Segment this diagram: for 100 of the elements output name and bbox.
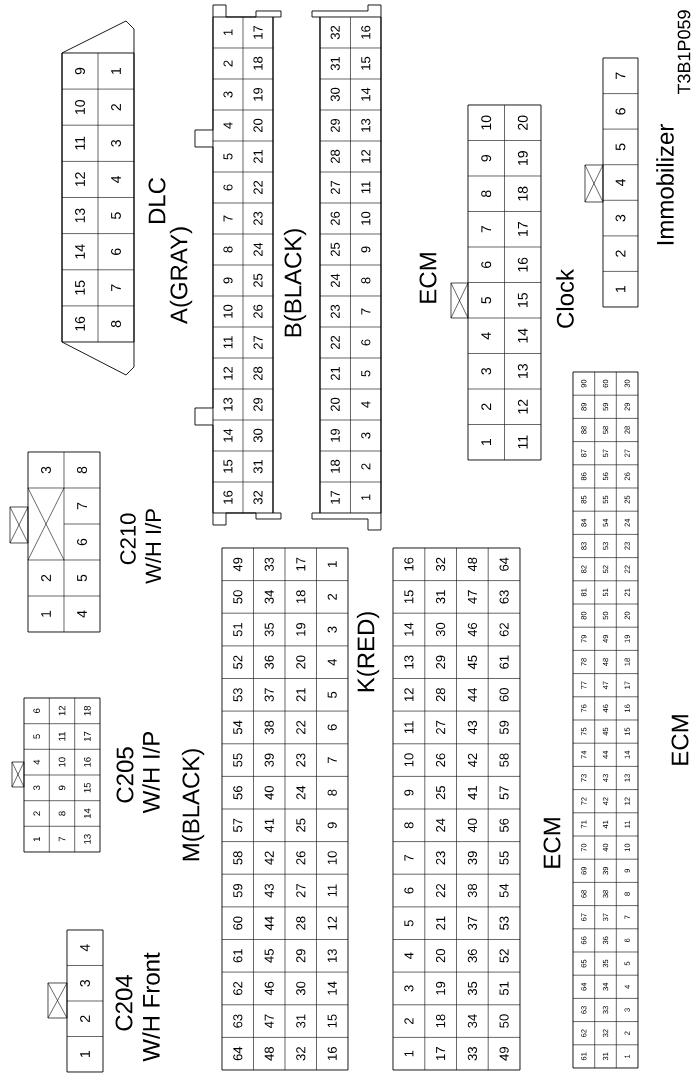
pin-number: 38 (264, 720, 274, 735)
pin-number: 42 (264, 851, 274, 865)
pin-number: 5 (223, 153, 233, 160)
connector-label: ECM (671, 715, 689, 765)
pin-number: 19 (330, 428, 340, 442)
pin-number: 1 (481, 439, 491, 445)
pin-number: 8 (223, 246, 233, 253)
pin-number: 47 (264, 1014, 274, 1029)
connector-label: M(BLACK) (181, 749, 205, 861)
pin-number: 1 (80, 1051, 90, 1057)
pin-number: 20 (436, 949, 446, 963)
pin-number: 52 (233, 655, 243, 669)
pin-number: 15 (223, 459, 233, 473)
pin-number: 24 (253, 242, 263, 257)
pin-number: 15 (327, 1014, 337, 1028)
pin-number: 25 (253, 273, 263, 288)
pin-number: 32 (296, 1047, 306, 1061)
pin-number: 3 (327, 626, 337, 633)
pin-number: 34 (264, 590, 274, 604)
pin-number: 21 (330, 366, 340, 381)
connector-label: W/H Front (142, 952, 160, 1062)
pin-number: 15 (84, 782, 91, 793)
pin-number: 13 (83, 834, 91, 844)
pin-number: 23 (253, 211, 263, 226)
pin-number: 14 (327, 981, 337, 995)
pin-number: 7 (404, 854, 414, 861)
pin-number: 31 (253, 459, 263, 474)
pin-number: 7 (615, 72, 626, 79)
pin-number: 3 (481, 367, 492, 375)
pin-number: 63 (499, 590, 509, 604)
pin-number: 28 (253, 366, 263, 381)
connector-label: B(BLACK) (283, 229, 307, 337)
pin-number: 14 (361, 87, 371, 101)
pin-number: 8 (481, 190, 492, 198)
connector-label: W/H I/P (144, 509, 162, 584)
pin-number: 4 (77, 610, 87, 618)
pin-number: 19 (436, 981, 446, 995)
connector-label: DLC (148, 177, 166, 224)
pin-number: 11 (58, 732, 66, 741)
pin-number: 12 (327, 916, 337, 930)
pin-number: 25 (296, 818, 306, 832)
pin-number: 58 (499, 753, 509, 767)
pin-number: 40 (467, 818, 477, 833)
pin-number: 60 (499, 688, 509, 702)
pin-number: 13 (517, 364, 528, 378)
pin-number: 42 (467, 753, 477, 768)
pin-number: 21 (436, 916, 446, 930)
pin-number: 21 (296, 688, 306, 702)
pin-number: 62 (233, 981, 243, 995)
pin-number: 7 (77, 502, 87, 510)
pin-number: 45 (264, 949, 274, 963)
pin-number: 5 (111, 212, 121, 219)
pin-number: 39 (264, 753, 274, 767)
pin-number: 23 (296, 753, 306, 767)
pin-number: 9 (58, 785, 66, 790)
pin-number: 14 (518, 328, 528, 343)
pin-number: 5 (33, 734, 40, 739)
pin-number: 1 (33, 837, 40, 842)
pin-number: 4 (327, 658, 337, 666)
pin-number: 59 (499, 720, 509, 735)
connector-label: Clock (556, 268, 574, 328)
pin-number: 41 (467, 786, 477, 800)
pin-number: 24 (330, 273, 340, 288)
pin-number: 5 (327, 691, 337, 698)
pin-number: 35 (467, 981, 477, 996)
pin-number: 31 (296, 1014, 306, 1028)
pin-number: 32 (253, 490, 263, 505)
pin-number: 23 (436, 851, 446, 865)
pin-number: 18 (517, 186, 528, 201)
connector-label: K(RED) (356, 612, 380, 692)
pin-number: 25 (330, 242, 340, 257)
pin-number: 40 (264, 785, 274, 800)
pin-number: 23 (330, 304, 340, 319)
pin-number: 20 (253, 118, 263, 133)
pin-number: 28 (296, 916, 306, 930)
pin-number: 16 (83, 757, 91, 767)
pin-number: 36 (264, 655, 274, 669)
pin-number: 7 (481, 226, 491, 233)
pin-number: 7 (223, 215, 233, 222)
pin-number: 26 (253, 304, 263, 319)
pin-number: 11 (404, 721, 414, 734)
pin-number: 29 (436, 655, 446, 669)
pin-number: 5 (77, 574, 87, 582)
pin-number: 9 (327, 822, 337, 829)
connector-label: C210 (120, 513, 136, 565)
pin-number: 15 (75, 280, 85, 295)
pin-number: 9 (223, 277, 233, 284)
pin-number: 51 (499, 981, 509, 996)
pin-number: 30 (253, 428, 263, 443)
pin-number: 28 (436, 688, 446, 702)
pin-number: 33 (467, 1047, 477, 1061)
pin-number: 44 (264, 916, 274, 931)
pin-number: 37 (264, 688, 274, 702)
pin-number: 26 (436, 753, 446, 767)
pin-number: 2 (80, 1015, 90, 1022)
pin-number: 64 (499, 557, 509, 571)
pin-number: 20 (296, 655, 306, 669)
pin-number: 49 (233, 557, 243, 572)
pin-number: 5 (404, 920, 414, 927)
pin-number: 48 (467, 557, 477, 572)
